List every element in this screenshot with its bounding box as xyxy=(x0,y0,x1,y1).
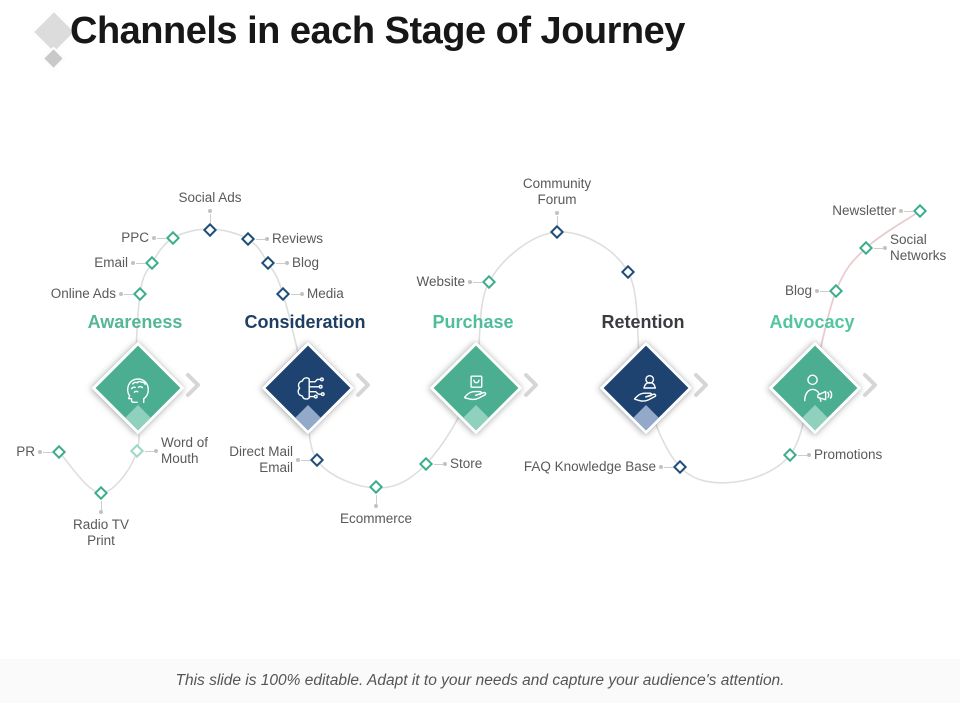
stage-awareness-icon xyxy=(91,341,185,435)
marker-connector-line xyxy=(210,214,211,223)
marker-connector-line xyxy=(124,294,133,295)
marker-connector-dot xyxy=(296,458,300,462)
marker-label-radio-tv-print: Radio TV Print xyxy=(72,517,130,548)
marker-connector-line xyxy=(101,501,102,510)
marker-label-blog: Blog xyxy=(784,283,812,298)
marker-label-website: Website xyxy=(416,274,465,289)
marker-connector-dot xyxy=(659,465,663,469)
chevron-right-icon xyxy=(356,373,370,402)
marker-label-blog: Blog xyxy=(292,255,320,270)
marker-connector-line xyxy=(376,495,377,504)
marker-connector-dot xyxy=(468,280,472,284)
marker-connector-line xyxy=(904,211,913,212)
marker-connector-line xyxy=(291,294,300,295)
hand-person-icon xyxy=(616,358,676,418)
marker-label-online-ads: Online Ads xyxy=(50,286,116,301)
chevron-right-icon xyxy=(694,373,708,402)
stage-retention-icon xyxy=(599,341,693,435)
marker-connector-line xyxy=(798,455,807,456)
marker-label-newsletter: Newsletter xyxy=(832,203,896,218)
person-megaphone-icon xyxy=(785,358,845,418)
stage-consideration-icon xyxy=(261,341,355,435)
head-brain-icon xyxy=(108,358,168,418)
stage-purchase-icon xyxy=(429,341,523,435)
stage-label-purchase: Purchase xyxy=(432,312,514,332)
marker-connector-line xyxy=(136,263,145,264)
marker-label-promotions: Promotions xyxy=(814,447,883,462)
marker-label-reviews: Reviews xyxy=(272,231,324,246)
marker-label-social-networks: Social Networks xyxy=(890,232,947,263)
marker-connector-dot xyxy=(208,209,212,213)
stage-label-advocacy: Advocacy xyxy=(769,312,855,332)
stage-label-retention: Retention xyxy=(601,312,685,332)
marker-connector-line xyxy=(256,239,265,240)
marker-label-media: Media xyxy=(307,286,344,301)
marker-connector-dot xyxy=(154,449,158,453)
marker-connector-line xyxy=(157,238,166,239)
hand-bag-icon xyxy=(446,358,506,418)
marker-connector-line xyxy=(473,282,482,283)
marker-connector-line xyxy=(874,248,883,249)
marker-label-faq-knowledge-base: FAQ Knowledge Base xyxy=(523,459,656,474)
marker-label-community-forum: Community Forum xyxy=(522,176,592,207)
brain-circuit-icon xyxy=(278,358,338,418)
marker-label-direct-mail-email: Direct Mail Email xyxy=(229,444,293,475)
stage-label-consideration: Consideration xyxy=(244,312,366,332)
marker-connector-dot xyxy=(555,211,559,215)
marker-connector-line xyxy=(276,263,285,264)
marker-connector-line xyxy=(301,460,310,461)
journey-path-line xyxy=(58,210,921,494)
journey-path-highlight xyxy=(811,210,921,386)
marker-connector-dot xyxy=(807,453,811,457)
marker-connector-dot xyxy=(899,209,903,213)
marker-label-email: Email xyxy=(94,255,128,270)
marker-label-word-of-mouth: Word of Mouth xyxy=(161,435,209,466)
marker-connector-line xyxy=(557,216,558,225)
marker-connector-dot xyxy=(374,504,378,508)
marker-connector-dot xyxy=(38,450,42,454)
stage-label-awareness: Awareness xyxy=(87,312,183,332)
stage-advocacy-icon xyxy=(768,341,862,435)
marker-label-pr: PR xyxy=(16,444,35,459)
marker-connector-line xyxy=(820,291,829,292)
marker-label-ppc: PPC xyxy=(121,230,149,245)
page-title: Channels in each Stage of Journey xyxy=(70,10,685,52)
marker-connector-dot xyxy=(131,261,135,265)
marker-connector-dot xyxy=(300,292,304,296)
marker-label-social-ads: Social Ads xyxy=(178,190,242,205)
caption: This slide is 100% editable. Adapt it to… xyxy=(175,672,785,689)
chevron-right-icon xyxy=(186,373,200,402)
marker-connector-dot xyxy=(119,292,123,296)
marker-connector-dot xyxy=(815,289,819,293)
marker-label-store: Store xyxy=(450,456,483,471)
chevron-right-icon xyxy=(863,373,877,402)
marker-connector-dot xyxy=(285,261,289,265)
marker-connector-dot xyxy=(152,236,156,240)
marker-connector-dot xyxy=(883,246,887,250)
marker-connector-dot xyxy=(265,237,269,241)
marker-connector-dot xyxy=(99,510,103,514)
marker-connector-dot xyxy=(443,462,447,466)
marker-connector-line xyxy=(145,451,154,452)
caption-band: This slide is 100% editable. Adapt it to… xyxy=(0,659,960,703)
marker-connector-line xyxy=(434,464,443,465)
chevron-right-icon xyxy=(524,373,538,402)
marker-label-ecommerce: Ecommerce xyxy=(339,511,413,526)
marker-connector-line xyxy=(664,467,673,468)
marker-connector-line xyxy=(43,452,52,453)
